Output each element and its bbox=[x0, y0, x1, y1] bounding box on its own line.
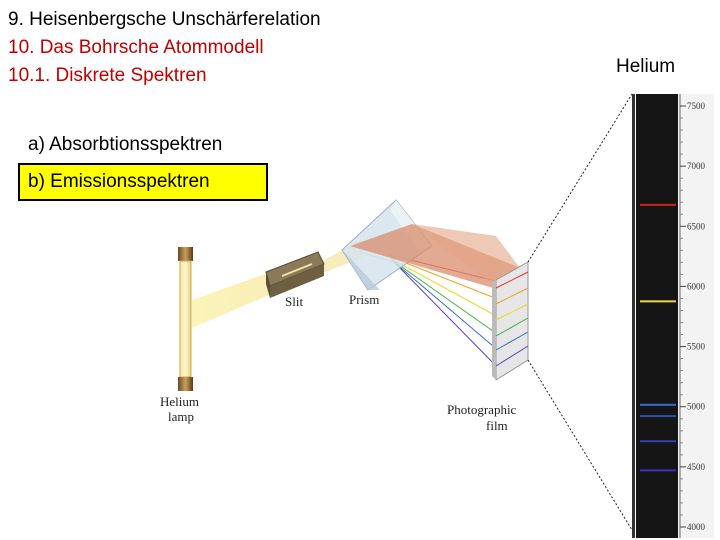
photographic-film bbox=[492, 262, 528, 380]
slit-label: Slit bbox=[285, 294, 303, 309]
spectrum-tick-label: 5500 bbox=[687, 342, 706, 352]
lamp-label-1: Helium bbox=[160, 394, 199, 409]
zoom-line-bottom bbox=[528, 360, 632, 530]
zoom-line-top bbox=[528, 94, 632, 262]
emission-line bbox=[640, 469, 676, 471]
prism-label: Prism bbox=[349, 292, 379, 307]
spectrum-tick-label: 7000 bbox=[687, 161, 706, 171]
slit-plate bbox=[266, 252, 324, 298]
spectrum-tick-label: 6000 bbox=[687, 281, 706, 291]
light-beam bbox=[192, 270, 276, 328]
lamp-label-2: lamp bbox=[168, 409, 194, 424]
spectrum-tick-label: 6500 bbox=[687, 221, 706, 231]
helium-lamp bbox=[178, 247, 193, 391]
spectrum-tick-label: 4000 bbox=[687, 522, 706, 532]
emission-line bbox=[640, 404, 676, 406]
spectrum-tick-label: 4500 bbox=[687, 462, 706, 472]
spectrum-tick-label: 7500 bbox=[687, 101, 706, 111]
spectrum-strip bbox=[636, 94, 678, 538]
spectrum-tick-label: 5000 bbox=[687, 402, 706, 412]
film-label-1: Photographic bbox=[447, 402, 517, 417]
emission-line bbox=[640, 300, 676, 302]
emission-line bbox=[640, 415, 676, 417]
emission-line bbox=[640, 440, 676, 442]
emission-line bbox=[640, 204, 676, 206]
film-label-2: film bbox=[486, 418, 508, 433]
